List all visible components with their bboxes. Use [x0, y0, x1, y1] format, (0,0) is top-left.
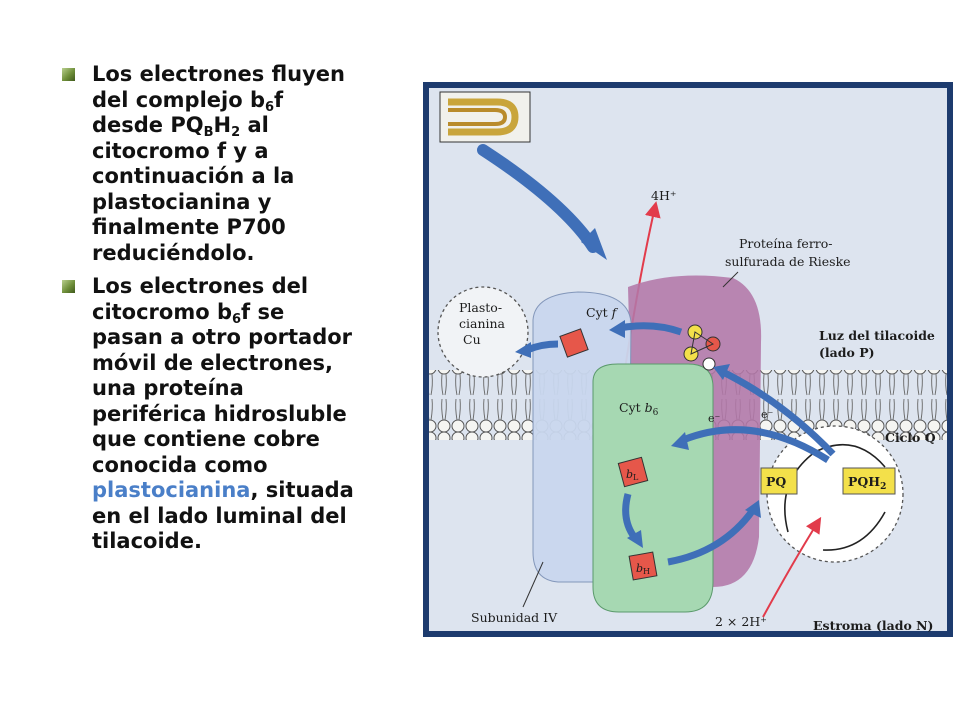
- arrow-pqh2-to-fes: [721, 368, 836, 457]
- cyt-f-heme: [559, 328, 589, 358]
- bullet-line: plastocianina y: [92, 189, 272, 214]
- bullet-marker-icon: [62, 280, 75, 293]
- subunidad-leader-line: [522, 561, 544, 608]
- proton-bottom-label: 2 × 2H⁺: [715, 614, 767, 629]
- iron-sulfur-cluster-icon: [683, 324, 721, 371]
- bullet-line: en el lado luminal del: [92, 503, 347, 528]
- bh-heme: [628, 551, 658, 581]
- pqh2-box: [842, 467, 896, 495]
- bullet-line: móvil de electrones,: [92, 350, 333, 375]
- bullet-line: continuación a la: [92, 164, 295, 188]
- lumen-label-2: (lado P): [819, 345, 875, 360]
- arrow-bl-to-bh-head: [627, 530, 643, 548]
- plastocyanin-label-3: Cu: [463, 332, 481, 347]
- arrow-pqh2-to-bl-head: [671, 432, 689, 450]
- subscript: 6: [232, 311, 242, 327]
- e-minus-label-2: e⁻: [761, 408, 774, 421]
- bullet-line: que contiene cobre: [92, 427, 320, 451]
- subunidad-label: Subunidad IV: [471, 610, 558, 625]
- rieske-leader-line: [722, 271, 739, 288]
- e-minus-label-1: e⁻: [708, 412, 721, 425]
- pq-label: PQ: [766, 474, 786, 489]
- bullet-line: una proteína: [92, 376, 244, 400]
- plastocyanin-label-2: cianina: [459, 316, 506, 331]
- bullet-line: reduciéndolo.: [92, 240, 255, 265]
- q-cycle-circle: [766, 425, 904, 563]
- bullet-line: pasan a otro portador: [92, 325, 353, 349]
- bullet-marker-icon: [62, 68, 75, 81]
- arrow-pqh2-to-fes-head: [713, 364, 730, 380]
- inset-arrow: [477, 144, 599, 253]
- bl-label: bL: [626, 468, 639, 482]
- plastocyanin-circle: [437, 286, 529, 378]
- subscript: 6: [264, 99, 275, 115]
- proton-arrow-bottom: [762, 516, 822, 618]
- bullet-line: Los electrones fluyen: [92, 62, 345, 86]
- subscript: B: [203, 125, 214, 140]
- arrow-bh-to-pq-head: [745, 500, 761, 518]
- bullet-line: citocromo b6f se: [92, 299, 285, 327]
- inset-arrow-head: [581, 228, 607, 260]
- plastocyanin-label-1: Plasto-: [459, 300, 502, 315]
- cytochrome-b6f-figure: 4H⁺ Plasto- cianina Cu Cyt f Proteína fe…: [423, 82, 953, 637]
- highlighted-term: plastocianina: [92, 478, 251, 502]
- rieske-label-2: sulfurada de Rieske: [725, 254, 851, 269]
- bullet-line: plastocianina, situada: [92, 478, 354, 502]
- ciclo-q-label: Ciclo Q: [885, 430, 936, 445]
- bullet-line: conocida como: [92, 452, 268, 477]
- estroma-label: Estroma (lado N): [813, 618, 933, 633]
- arrow-bh-to-pq: [667, 507, 756, 566]
- bullet-line: del complejo b6f: [92, 87, 284, 115]
- proton-top-label: 4H⁺: [651, 188, 676, 203]
- arrow-fes-to-cytf-head: [609, 320, 625, 338]
- thylakoid-inset-icon: [439, 91, 531, 143]
- bullet-line: finalmente P700: [92, 215, 286, 239]
- arrow-cytf-to-plastocyanin-head: [515, 342, 531, 358]
- lumen-label-1: Luz del tilacoide: [819, 328, 935, 343]
- bullet-line: periférica hidrosluble: [92, 401, 347, 426]
- bullet-line: tilacoide.: [92, 529, 202, 553]
- bh-label: bH: [636, 562, 650, 576]
- bullet-line: desde PQBH2 al: [92, 113, 269, 140]
- cyt-b6-protein: [592, 363, 714, 613]
- pq-box: [760, 467, 798, 495]
- q-cycle-arc-bottom: [822, 511, 886, 551]
- cyt-b6-label: Cyt b6: [619, 400, 659, 418]
- subscript: 2: [231, 125, 241, 140]
- cytochrome-b6f-diagram: 4H⁺ Plasto- cianina Cu Cyt f Proteína fe…: [423, 82, 953, 637]
- bl-heme: [617, 456, 649, 488]
- arrow-pqh2-to-bl: [681, 426, 830, 463]
- bullet-line: Los electrones del: [92, 274, 309, 298]
- pqh2-label: PQH2: [848, 474, 886, 492]
- rieske-label-1: Proteína ferro-: [739, 236, 833, 251]
- cyt-f-label: Cyt f: [586, 305, 619, 320]
- bullet-line: citocromo f y a: [92, 138, 269, 163]
